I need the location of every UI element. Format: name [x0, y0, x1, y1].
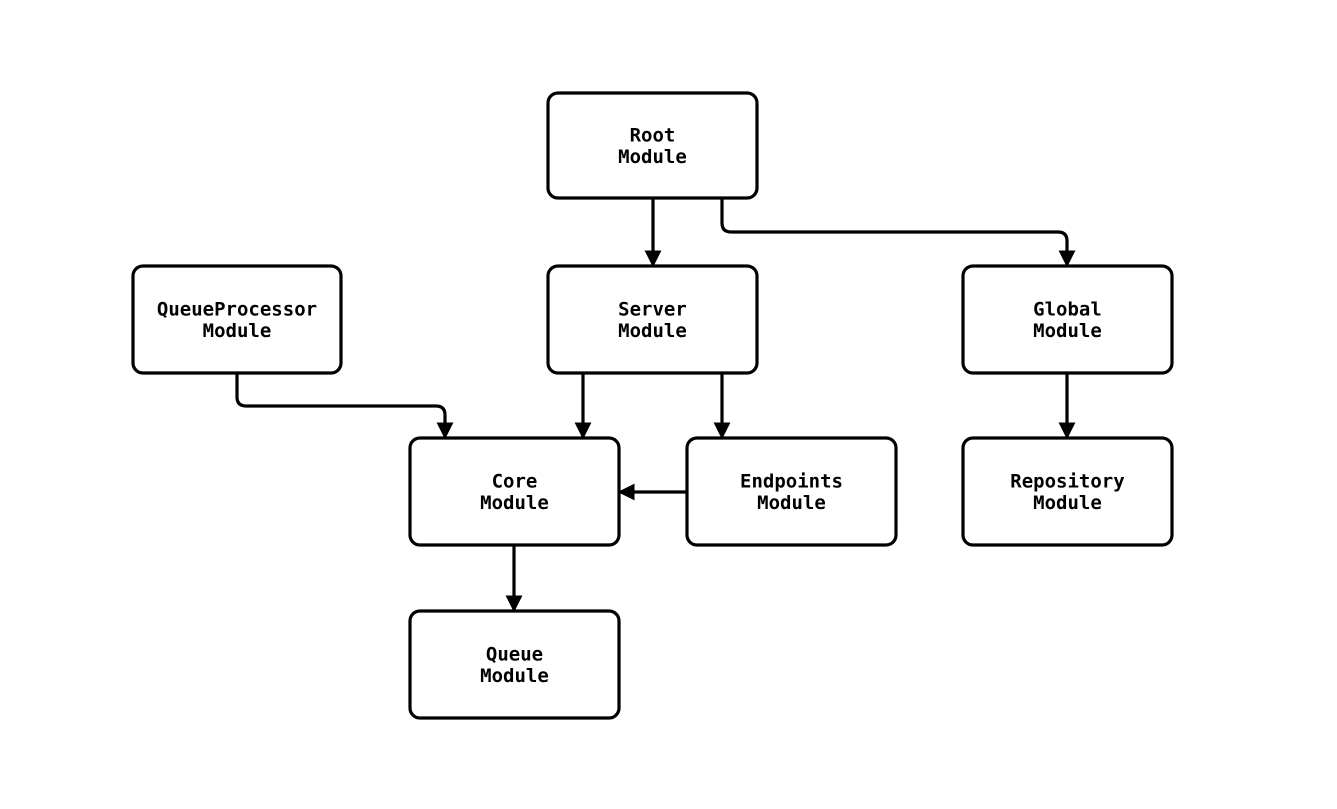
node-label-server-line2: Module [618, 320, 687, 342]
node-label-server-line1: Server [618, 298, 687, 320]
node-box-queueprocessor [131, 264, 343, 375]
edge-queueprocessor-to-core [235, 373, 454, 440]
node-label-global-line1: Global [1033, 298, 1102, 320]
edge-root-to-global [720, 198, 1076, 268]
node-label-queueprocessor-line2: Module [203, 320, 272, 342]
node-box-queue [408, 609, 621, 720]
node-box-server [546, 264, 759, 375]
node-label-core-line2: Module [480, 492, 549, 514]
node-label-root-line1: Root [630, 124, 676, 146]
node-box-root [546, 91, 759, 200]
node-label-root-line2: Module [618, 146, 687, 168]
node-box-endpoints [685, 436, 898, 547]
node-box-global [961, 264, 1174, 375]
node-box-core [408, 436, 621, 547]
node-label-global-line2: Module [1033, 320, 1102, 342]
node-label-core-line1: Core [492, 470, 538, 492]
edges-layer [235, 198, 1076, 613]
node-label-repository-line1: Repository [1010, 470, 1124, 492]
node-label-repository-line2: Module [1033, 492, 1102, 514]
node-label-queueprocessor-line1: QueueProcessor [157, 298, 317, 320]
nodes-layer: RootModuleQueueProcessorModuleServerModu… [131, 91, 1174, 720]
node-box-repository [961, 436, 1174, 547]
node-label-endpoints-line2: Module [757, 492, 826, 514]
node-label-queue-line1: Queue [486, 643, 543, 665]
node-label-endpoints-line1: Endpoints [740, 470, 843, 492]
node-label-queue-line2: Module [480, 665, 549, 687]
